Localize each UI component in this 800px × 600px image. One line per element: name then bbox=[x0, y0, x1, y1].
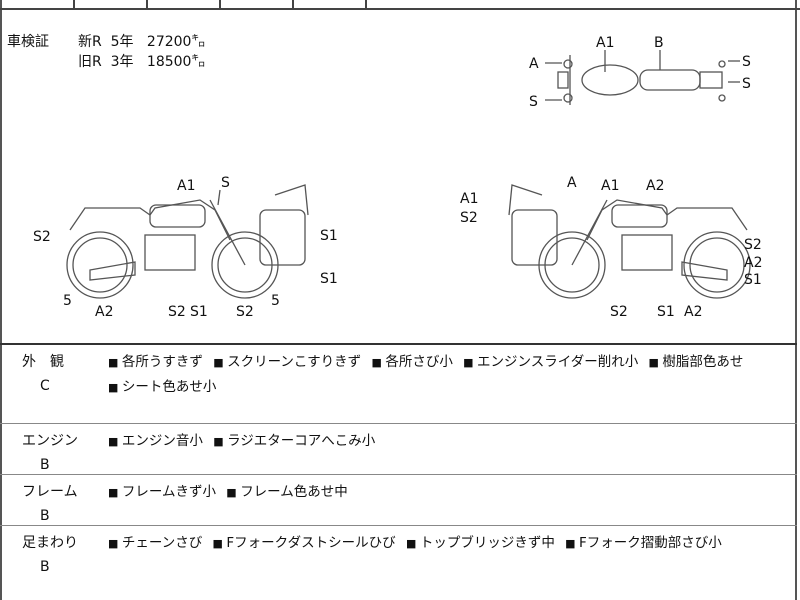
registration-label: 車検証 bbox=[7, 34, 49, 50]
damage-label: S bbox=[221, 175, 230, 191]
section-grade: B bbox=[40, 508, 50, 524]
section-suspension: 足まわり B チェーンさび Fフォークダストシールひび トップブリッジきず中 F… bbox=[0, 525, 797, 600]
damage-label: A1 bbox=[601, 178, 619, 194]
section-category: 足まわり bbox=[22, 535, 78, 551]
damage-label: S1 bbox=[657, 304, 675, 320]
section-engine: エンジン B エンジン音小 ラジエターコアへこみ小 bbox=[0, 423, 797, 474]
damage-diagram: A1 B A S S S A1 S S2 S1 S1 5 5 A2 S2 S1 … bbox=[33, 35, 762, 320]
damage-label: A1 bbox=[596, 35, 614, 51]
condition-item: エンジンスライダー削れ小 bbox=[463, 354, 638, 370]
section-grade: C bbox=[40, 378, 50, 394]
section-category: エンジン bbox=[22, 433, 78, 449]
reg-type: 新R bbox=[78, 34, 102, 50]
damage-label: S bbox=[742, 54, 751, 70]
right-side-bike-drawing bbox=[508, 184, 751, 299]
section-category: フレーム bbox=[22, 484, 78, 500]
section-frame: フレーム B フレームきず小 フレーム色あせ中 bbox=[0, 474, 797, 525]
registration-row-old: 旧R 3年 18500㌔ bbox=[78, 52, 205, 72]
damage-label: S2 bbox=[744, 237, 762, 253]
damage-label: A1 bbox=[460, 191, 478, 207]
condition-item: Fフォークダストシールひび bbox=[213, 535, 396, 551]
condition-item: フレーム色あせ中 bbox=[226, 484, 348, 500]
damage-label: A2 bbox=[646, 178, 664, 194]
condition-item: エンジン音小 bbox=[108, 433, 203, 449]
reg-mileage: 18500㌔ bbox=[146, 54, 206, 70]
damage-label: S2 bbox=[460, 210, 478, 226]
section-grade: B bbox=[40, 559, 50, 575]
damage-label: A1 bbox=[177, 178, 195, 194]
damage-label: S2 bbox=[168, 304, 186, 320]
condition-item: スクリーンこすりきず bbox=[213, 354, 361, 370]
damage-label: 5 bbox=[271, 293, 280, 309]
condition-item: シート色あせ小 bbox=[108, 379, 216, 395]
header-table-row bbox=[0, 0, 800, 10]
damage-label: 5 bbox=[63, 293, 72, 309]
reg-years: 3年 bbox=[110, 54, 134, 70]
condition-item: 樹脂部色あせ bbox=[649, 354, 744, 370]
damage-label: S2 bbox=[33, 229, 51, 245]
section-items: チェーンさび Fフォークダストシールひび トップブリッジきず中 Fフォーク摺動部… bbox=[108, 531, 788, 556]
section-items: エンジン音小 ラジエターコアへこみ小 bbox=[108, 429, 788, 454]
damage-label: S1 bbox=[320, 228, 338, 244]
damage-label: B bbox=[654, 35, 664, 51]
damage-label: S2 bbox=[610, 304, 628, 320]
damage-label: S bbox=[742, 76, 751, 92]
damage-label: A2 bbox=[95, 304, 113, 320]
damage-label: S bbox=[529, 94, 538, 110]
damage-label: A bbox=[567, 175, 577, 191]
condition-item: トップブリッジきず中 bbox=[406, 535, 555, 551]
left-side-bike-drawing bbox=[66, 184, 309, 299]
reg-type: 旧R bbox=[78, 54, 102, 70]
top-view-labels: A1 B A S S S bbox=[529, 35, 751, 110]
damage-label: S1 bbox=[320, 271, 338, 287]
right-side-labels: A A1 A2 A1 S2 S2 A2 S1 S2 S1 A2 bbox=[460, 175, 762, 320]
condition-item: Fフォーク摺動部さび小 bbox=[565, 535, 722, 551]
registration-row-new: 新R 5年 27200㌔ bbox=[78, 32, 205, 52]
damage-label: A bbox=[529, 56, 539, 72]
section-grade: B bbox=[40, 457, 50, 473]
condition-item: フレームきず小 bbox=[108, 484, 216, 500]
damage-label: S1 bbox=[190, 304, 208, 320]
condition-item: 各所うすきず bbox=[108, 354, 203, 370]
condition-item: チェーンさび bbox=[108, 535, 202, 551]
section-exterior: 外 観 C 各所うすきず スクリーンこすりきず 各所さび小 エンジンスライダー削… bbox=[0, 343, 797, 423]
reg-mileage: 27200㌔ bbox=[146, 34, 206, 50]
condition-item: ラジエターコアへこみ小 bbox=[213, 433, 375, 449]
section-items: フレームきず小 フレーム色あせ中 bbox=[108, 480, 788, 505]
top-view-bike-drawing bbox=[545, 50, 740, 105]
damage-label: A2 bbox=[684, 304, 702, 320]
damage-label: S2 bbox=[236, 304, 254, 320]
section-category: 外 観 bbox=[22, 354, 64, 370]
left-side-labels: A1 S S2 S1 S1 5 5 A2 S2 S1 S2 bbox=[33, 175, 338, 320]
reg-years: 5年 bbox=[110, 34, 134, 50]
damage-label: A2 bbox=[744, 255, 762, 271]
condition-item: 各所さび小 bbox=[371, 354, 452, 370]
section-items: 各所うすきず スクリーンこすりきず 各所さび小 エンジンスライダー削れ小 樹脂部… bbox=[108, 350, 788, 400]
damage-label: S1 bbox=[744, 272, 762, 288]
